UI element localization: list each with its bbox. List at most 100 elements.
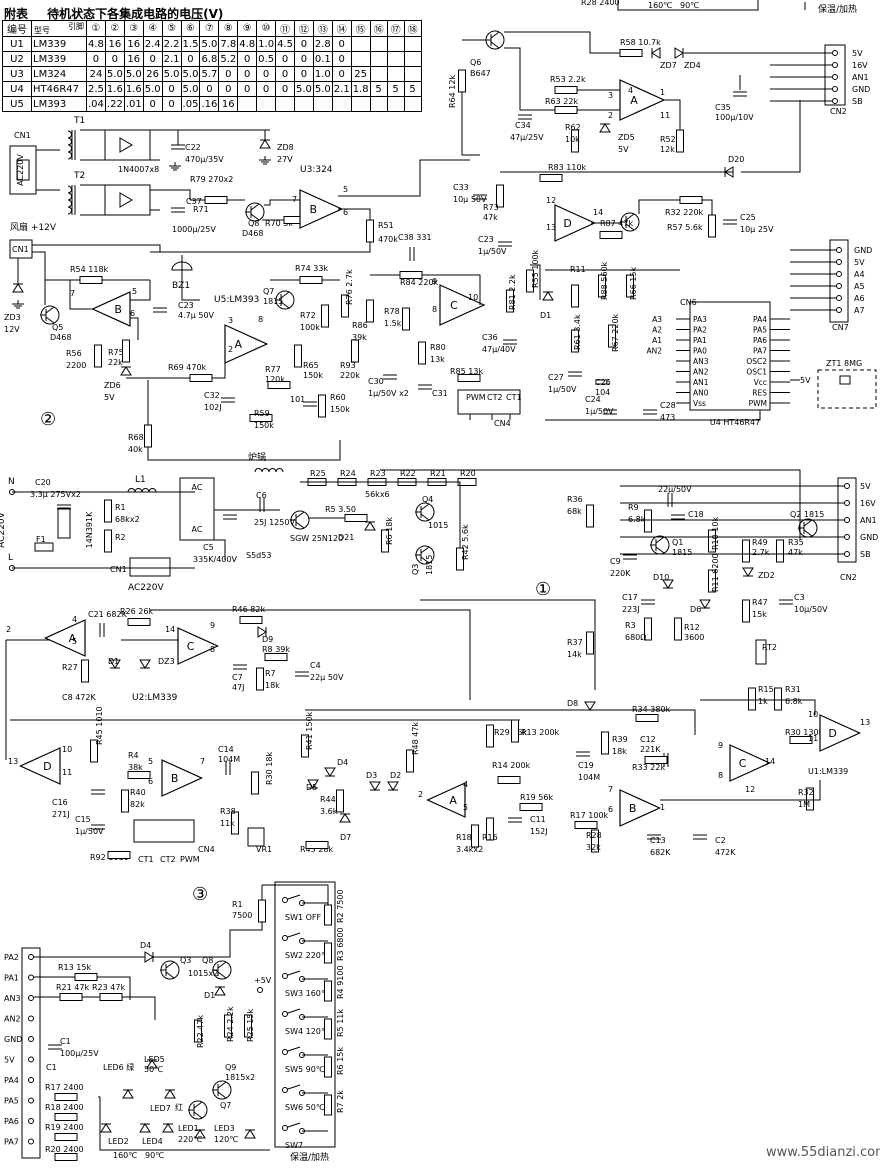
resistor xyxy=(608,324,616,348)
component-label: R81 2.2k xyxy=(508,274,517,310)
wire xyxy=(32,244,161,252)
component-label: 14k xyxy=(567,650,582,659)
component-label: R25 15k xyxy=(246,1009,255,1042)
component-label: R78 xyxy=(384,307,400,316)
component-label: 5 xyxy=(72,637,77,646)
component-label: R17 2400 xyxy=(45,1083,84,1092)
connector-pin xyxy=(28,954,34,960)
pin-header-10: ⑩ xyxy=(256,20,277,37)
transformer-coil xyxy=(67,199,72,208)
component-label: R70 3k xyxy=(265,219,293,228)
component-label: D21 xyxy=(338,533,354,542)
component-label: 2 xyxy=(6,625,11,634)
resistor xyxy=(458,69,466,93)
wire xyxy=(504,31,620,54)
resistor xyxy=(189,374,213,382)
component-label: A2 xyxy=(652,326,662,335)
resistor xyxy=(554,86,578,94)
resistor xyxy=(256,667,264,691)
diode xyxy=(674,47,684,59)
connector-pin xyxy=(836,307,842,313)
component-label: R58 10.7k xyxy=(620,38,661,47)
pin-voltage: 0 xyxy=(161,81,182,97)
component-label: LED1 xyxy=(178,1124,199,1133)
resistor xyxy=(104,529,112,553)
resistor xyxy=(742,539,750,563)
diode xyxy=(12,283,24,293)
component-label: D1 xyxy=(108,657,119,666)
u4-chip xyxy=(689,301,771,411)
transformer-coil xyxy=(67,137,72,146)
component-label: U2:LM339 xyxy=(132,693,178,703)
component-label: BZ1 xyxy=(172,281,190,291)
cn2-connector xyxy=(824,44,846,106)
component-label: 473 xyxy=(660,413,675,422)
pin-voltage xyxy=(403,51,422,67)
component-label: 16V xyxy=(860,499,876,508)
component-label: D4 xyxy=(337,758,348,767)
pin-voltage: 0 xyxy=(293,66,314,82)
component-label: U1:LM339 xyxy=(808,767,848,776)
component-label: R55 100k xyxy=(531,249,540,288)
component-label: 104M xyxy=(218,755,240,764)
component-label: R17 100k xyxy=(570,811,609,820)
inductor xyxy=(275,468,284,473)
component-label: PA6 xyxy=(4,1117,19,1126)
wire xyxy=(625,213,635,221)
resistor xyxy=(774,687,782,711)
component-label: 4.7μ 50V xyxy=(178,311,215,320)
component-label: AN1 xyxy=(860,516,877,525)
component-label: D9 xyxy=(262,635,273,644)
pin-voltage xyxy=(369,51,388,67)
component-label: C9 xyxy=(610,557,621,566)
component-label: D xyxy=(43,760,51,773)
component-label: AN3 xyxy=(693,357,709,366)
cn1-terminal xyxy=(129,557,171,577)
pin-voltage xyxy=(403,66,422,82)
component-label: 22k xyxy=(108,358,123,367)
component-label: ZT1 8MG xyxy=(826,359,862,368)
component-label: SGW 25N120 xyxy=(290,534,343,543)
diode xyxy=(144,951,154,963)
resistor xyxy=(121,789,129,813)
component-label: 8 xyxy=(258,315,263,324)
cn-left xyxy=(21,947,41,1159)
component-label: PA3 xyxy=(693,315,707,324)
component-label: ZD7 xyxy=(660,61,677,70)
pin-voltage: .16 xyxy=(199,96,220,112)
resistor xyxy=(644,509,652,533)
component-label: 100k xyxy=(300,323,320,332)
component-label: R37 xyxy=(567,638,583,647)
op-amp xyxy=(177,627,220,665)
component-label: 5V xyxy=(618,145,629,154)
component-label: AN0 xyxy=(693,389,709,398)
component-label: C2 xyxy=(715,836,726,845)
component-label: 1000μ/25V xyxy=(172,225,216,234)
resistor xyxy=(294,344,302,368)
component-label: U5:LM393 xyxy=(214,295,259,305)
diode xyxy=(139,1123,151,1133)
resistor xyxy=(231,811,239,835)
component-label: 8 xyxy=(210,645,215,654)
resistor xyxy=(321,304,329,328)
resistor xyxy=(586,504,594,528)
pin-voltage: 0 xyxy=(180,51,201,67)
component-label: C7 xyxy=(232,673,243,682)
pin-voltage: 2.4 xyxy=(142,36,163,52)
wire xyxy=(45,306,55,314)
website-watermark: www.55dianzi.com xyxy=(766,1145,880,1160)
resistor xyxy=(54,1113,78,1121)
diode xyxy=(139,659,151,669)
cn4-connector xyxy=(133,819,195,843)
component-label: R76 2.7k xyxy=(345,269,354,305)
component-label: PA2 xyxy=(4,953,19,962)
pin-voltage: 0.5 xyxy=(256,51,277,67)
component-label: 2 xyxy=(418,790,423,799)
component-label: R74 33k xyxy=(295,264,328,273)
component-label: 5V xyxy=(800,376,811,385)
component-label: PA1 xyxy=(693,336,707,345)
diode xyxy=(146,1059,158,1069)
